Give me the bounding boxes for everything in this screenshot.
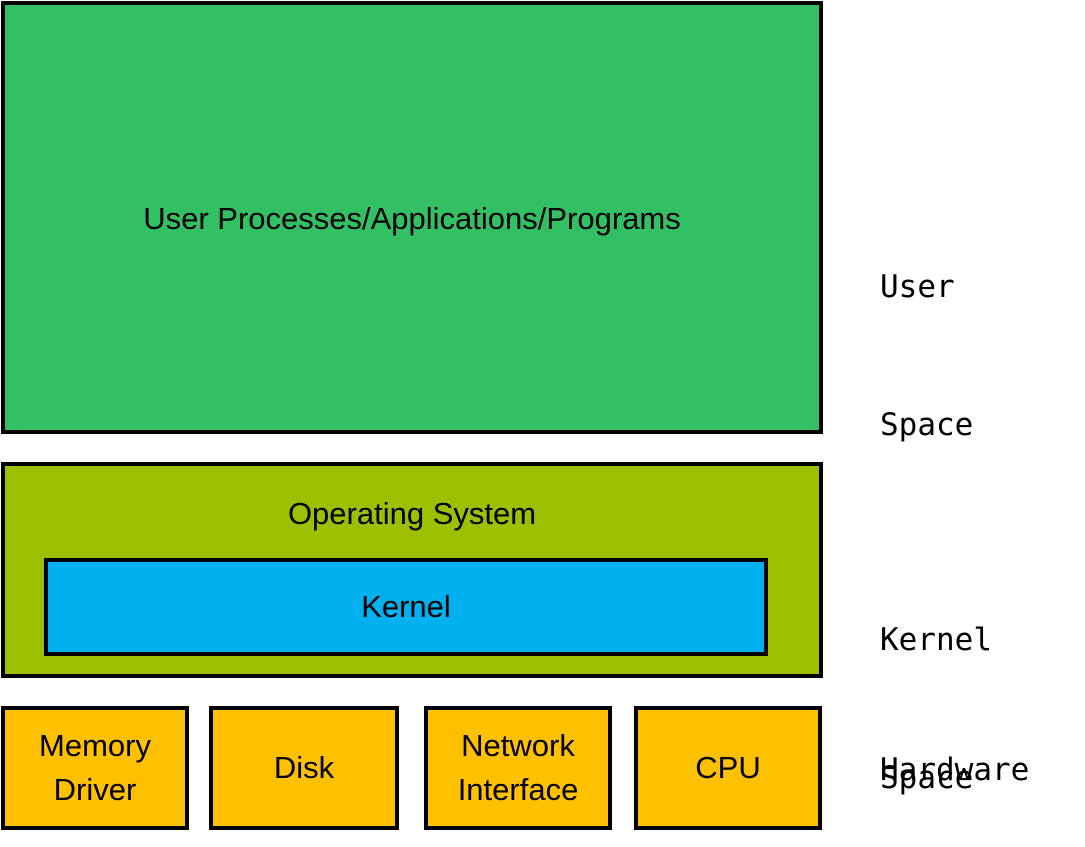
hardware-disk-box: Disk	[209, 706, 399, 830]
operating-system-label: Operating System	[287, 496, 537, 531]
kernel-space-label-line1: Kernel	[880, 622, 992, 658]
kernel-space-label: Kernel Space	[880, 525, 992, 847]
hardware-item-line1: Network	[461, 728, 575, 763]
user-space-label: User Space	[880, 172, 973, 494]
hardware-item-line1: Memory	[39, 728, 151, 763]
kernel-space-label-line2: Space	[880, 760, 974, 796]
user-space-label-line2: Space	[880, 407, 974, 443]
hardware-item-line1: CPU	[695, 750, 761, 785]
hardware-memory-driver-box: Memory Driver	[1, 706, 189, 830]
kernel-box: Kernel	[44, 558, 768, 656]
hardware-label: Hardware	[880, 752, 1030, 788]
hardware-item-line1: Disk	[273, 750, 335, 785]
user-processes-label: User Processes/Applications/Programs	[143, 201, 681, 236]
hardware-item-line2: Driver	[53, 772, 137, 807]
kernel-label: Kernel	[361, 589, 451, 624]
user-space-box: User Processes/Applications/Programs	[1, 1, 823, 434]
hardware-network-interface-box: Network Interface	[424, 706, 612, 830]
hardware-item-line2: Interface	[457, 772, 579, 807]
hardware-cpu-box: CPU	[634, 706, 822, 830]
user-space-label-line1: User	[880, 269, 955, 305]
